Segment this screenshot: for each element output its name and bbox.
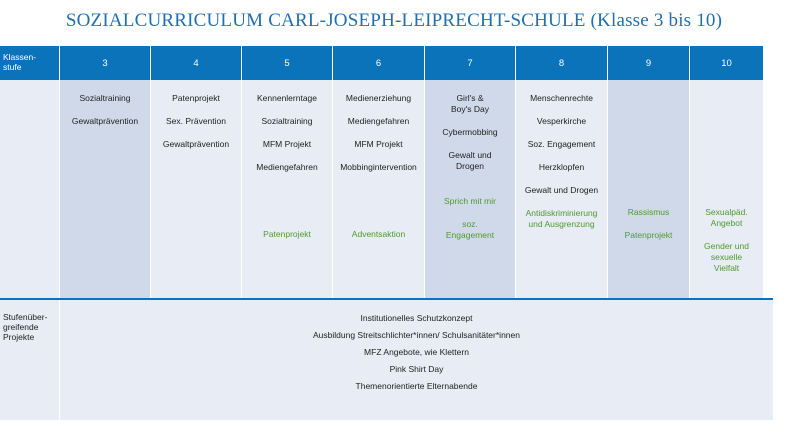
header-grade-7: 7: [425, 46, 516, 80]
project-item: Gender und sexuelle Vielfalt: [704, 241, 749, 273]
project-item: Adventsaktion: [351, 229, 406, 239]
topic-item: MFM Projekt: [262, 139, 312, 149]
grade-label-spacer: [0, 80, 60, 298]
project-item: Rassismus: [627, 207, 670, 217]
topic-item: Sozialtraining: [261, 116, 313, 126]
topic-item: Sex. Prävention: [165, 116, 226, 126]
topic-item: Mobbingintervention: [340, 162, 417, 172]
project-item: Antidiskriminierung und Ausgrenzung: [525, 208, 598, 229]
section-divider: [0, 298, 773, 300]
header-grade-10: 10: [690, 46, 764, 80]
cross-project-item: MFZ Angebote, wie Klettern: [364, 347, 469, 357]
cross-projects-label: Stufenüber- greifende Projekte: [0, 300, 60, 420]
cross-project-item: Themenorientierte Elternabende: [355, 381, 478, 391]
header-row: Klassen- stufe 3 4 5 6 7 8 9 10: [0, 46, 764, 80]
page-title: SOZIALCURRICULUM CARL-JOSEPH-LEIPRECHT-S…: [65, 10, 723, 31]
topic-item: Gewalt und Drogen: [448, 150, 492, 171]
header-grade-6: 6: [333, 46, 425, 80]
header-grade-5: 5: [242, 46, 333, 80]
topic-item: Medienerziehung: [345, 93, 412, 103]
topic-item: Gewaltprävention: [162, 139, 230, 149]
cross-projects-row: Stufenüber- greifende Projekte Instituti…: [0, 300, 773, 420]
header-grade-3: 3: [60, 46, 151, 80]
topic-item: Vesperkirche: [536, 116, 587, 126]
header-grade-9: 9: [608, 46, 690, 80]
project-item: Patenprojekt: [624, 230, 673, 240]
topic-item: Cybermobbing: [442, 127, 498, 137]
project-item: soz. Engagement: [445, 219, 495, 240]
topic-item: Girl's & Boy's Day: [451, 93, 489, 114]
header-grade-label: Klassen- stufe: [0, 46, 60, 80]
topic-item: Patenprojekt: [172, 93, 220, 103]
topic-item: Soz. Engagement: [527, 139, 596, 149]
header-grade-8: 8: [516, 46, 608, 80]
project-item: Sexualpäd. Angebot: [705, 207, 748, 228]
topic-item: Menschenrechte: [530, 93, 593, 103]
topic-item: Mediengefahren: [256, 162, 318, 172]
topic-item: Kennenlerntage: [256, 93, 318, 103]
topic-item: Sozialtraining: [79, 93, 131, 103]
topic-item: Herzklopfen: [538, 162, 585, 172]
project-item: Patenprojekt: [263, 229, 311, 239]
topic-item: Mediengefahren: [347, 116, 410, 126]
header-grade-4: 4: [151, 46, 242, 80]
cross-project-item: Ausbildung Streitschlichter*innen/ Schul…: [313, 330, 520, 340]
topic-item: Gewaltprävention: [71, 116, 139, 126]
topic-item: MFM Projekt: [354, 139, 403, 149]
topic-item: Gewalt und Drogen: [524, 185, 599, 195]
project-item: Sprich mit mir: [444, 196, 496, 206]
cross-project-item: Institutionelles Schutzkonzept: [360, 313, 473, 323]
cross-project-item: Pink Shirt Day: [389, 364, 444, 374]
